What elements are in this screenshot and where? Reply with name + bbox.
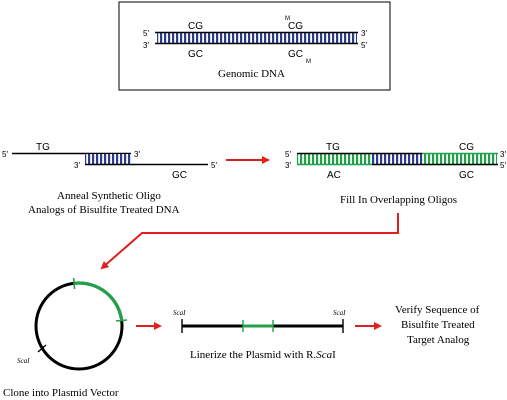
clone-caption: Clone into Plasmid Vector xyxy=(3,387,119,399)
anneal-bottom-right-5-label: 5′ xyxy=(211,161,217,170)
genomic-top-cg-methyl-label: CG xyxy=(288,21,303,32)
verify-line2: Bisulfite Treated xyxy=(401,319,475,331)
anneal-caption-line2: Analogs of Bisulfite Treated DNA xyxy=(28,204,180,216)
genomic-top-cg-label: CG xyxy=(188,21,203,32)
fill-right-green-block xyxy=(422,154,497,164)
genomic-bottom-gc-methyl-label: GC xyxy=(288,49,303,60)
fill-right-3-label: 3′ xyxy=(500,150,506,159)
genomic-dna-panel: 5′ 3′ 3′ 5′ CG M CG GC GC M Genomic DNA xyxy=(118,1,391,91)
anneal-top-left-5-label: 5′ xyxy=(2,150,8,159)
genomic-bottom-left-3-label: 3′ xyxy=(143,41,149,50)
arrow-fill-to-clone xyxy=(100,213,399,270)
anneal-oligo-overlap xyxy=(85,154,131,164)
fill-panel: 5′ 3′ 3′ 5′ TG CG AC GC Fill In Overlapp… xyxy=(285,142,506,206)
linearize-caption-suffix: I xyxy=(332,349,336,361)
genomic-top-right-3-label: 3′ xyxy=(361,29,367,38)
plasmid-insert-arc xyxy=(73,281,124,321)
plasmid-insert-tick-2 xyxy=(115,319,128,322)
linear-left-scai-label: ScaI xyxy=(173,309,186,317)
genomic-top-left-5-label: 5′ xyxy=(143,29,149,38)
plasmid-insert-tick-1 xyxy=(72,277,76,290)
linearize-caption-prefix: Linerize the Plasmid with R. xyxy=(190,349,316,361)
verify-line1: Verify Sequence of xyxy=(395,304,480,316)
anneal-bottom-gc-label: GC xyxy=(172,170,187,181)
verify-line3: Target Analog xyxy=(407,334,470,346)
fill-left-3-label: 3′ xyxy=(285,161,291,170)
anneal-top-tg-label: TG xyxy=(36,142,50,153)
anneal-caption-line1: Anneal Synthetic Oligo xyxy=(57,190,161,202)
genomic-dna-caption: Genomic DNA xyxy=(218,68,285,80)
genomic-dna-duplex xyxy=(157,33,357,43)
plasmid-scai-tick xyxy=(37,344,47,353)
fill-middle-blue-block xyxy=(372,154,422,164)
fill-left-5-label: 5′ xyxy=(285,150,291,159)
fill-bottom-ac-label: AC xyxy=(327,170,341,181)
linearize-caption: Linerize the Plasmid with R.ScaI xyxy=(190,349,336,361)
linear-plasmid-panel: ScaI ScaI Linerize the Plasmid with R.Sc… xyxy=(173,309,346,361)
verify-panel: Verify Sequence of Bisulfite Treated Tar… xyxy=(395,304,480,346)
genomic-bottom-gc-methyl-mark: M xyxy=(306,59,311,65)
genomic-bottom-gc-label: GC xyxy=(188,49,203,60)
fill-bottom-gc-label: GC xyxy=(459,170,474,181)
genomic-top-cg-methyl-mark: M xyxy=(285,16,290,22)
anneal-panel: 5′ TG 3′ 3′ 5′ GC Anneal Synthetic Oligo… xyxy=(2,142,217,216)
fill-top-cg-label: CG xyxy=(459,142,474,153)
fill-right-5-label: 5′ xyxy=(500,161,506,170)
plasmid-scai-label: ScaI xyxy=(17,357,30,365)
anneal-oligo-right-3-label: 3′ xyxy=(134,150,140,159)
plasmid-panel: ScaI Clone into Plasmid Vector xyxy=(3,277,128,399)
fill-top-tg-label: TG xyxy=(326,142,340,153)
fill-caption: Fill In Overlapping Oligos xyxy=(340,194,457,206)
fill-left-green-block xyxy=(297,154,372,164)
anneal-oligo-left-3-label: 3′ xyxy=(74,161,80,170)
genomic-bottom-right-5-label: 5′ xyxy=(361,41,367,50)
genomic-dna-frame xyxy=(118,1,391,91)
linearize-caption-italic: Sca xyxy=(316,349,332,361)
linear-right-scai-label: ScaI xyxy=(333,309,346,317)
